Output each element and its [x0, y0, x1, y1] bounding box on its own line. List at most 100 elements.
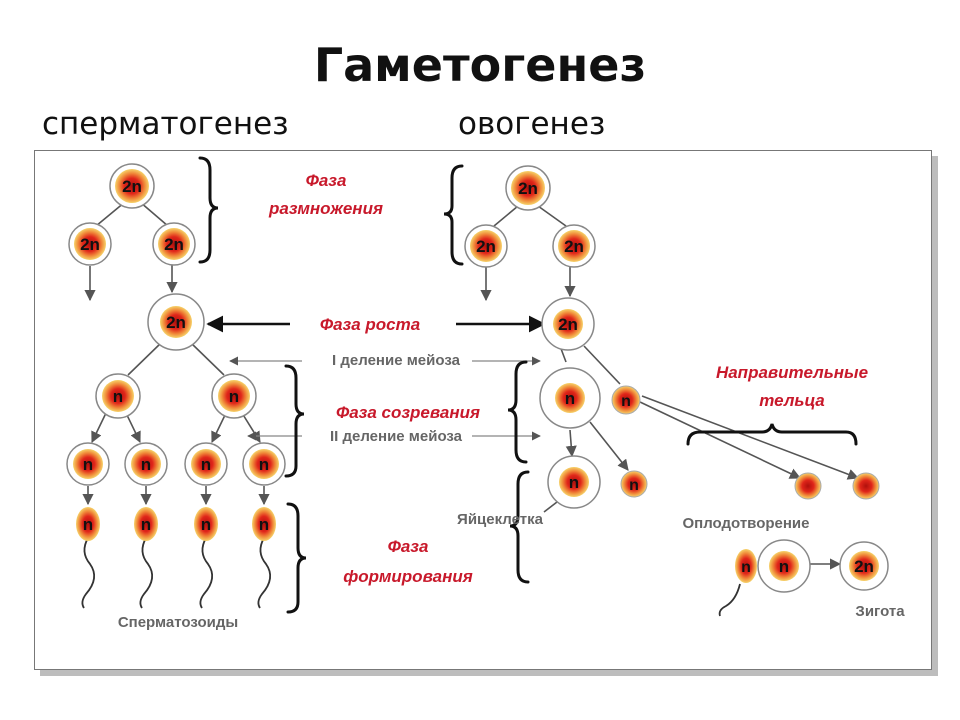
meiosis-arrows [229, 356, 541, 441]
phase-reproduction-label: размножения [268, 199, 383, 218]
sperm-tails [81, 537, 741, 617]
cell-sperm-reproduction-right: 2n [152, 222, 196, 266]
braces [198, 156, 858, 614]
sperm-head: n [134, 507, 158, 541]
ploidy-label: n [83, 455, 93, 474]
ploidy-label: 2n [476, 237, 496, 256]
meiosis-i-label: I деление мейоза [332, 352, 461, 369]
oogenesis-lineage-lines [480, 205, 860, 570]
tail [81, 537, 96, 609]
maturation-brace-oo [507, 360, 528, 464]
line [639, 401, 802, 479]
line [127, 341, 163, 376]
line [95, 201, 126, 227]
ploidy-label: n [741, 559, 751, 576]
ploidy-label: n [141, 455, 151, 474]
line [493, 205, 519, 227]
cell-sperm-reproduction-left: 2n [68, 222, 112, 266]
cell-oo-egg: n [547, 455, 601, 509]
polar-bodies-label: тельца [759, 391, 824, 410]
ploidy-label: 2n [564, 237, 584, 256]
phase-formation-label: формирования [343, 567, 472, 586]
zygote: 2n [839, 541, 889, 591]
line [91, 412, 107, 444]
ploidy-label: 2n [164, 235, 184, 254]
line [583, 345, 621, 385]
ploidy-label: n [569, 473, 579, 492]
phase-growth-label: Фаза роста [320, 315, 420, 334]
ploidy-label: n [259, 455, 269, 474]
cell-spermatid: n [242, 442, 286, 486]
cell-oo-reproduction-right: 2n [552, 224, 596, 268]
line [125, 412, 141, 444]
meiosis-ii-label: II деление мейоза [330, 428, 463, 445]
line [589, 421, 629, 471]
ploidy-label: n [201, 515, 211, 534]
formation-brace-sperm [286, 502, 307, 614]
tail [257, 537, 272, 609]
phase-formation-label: Фаза [388, 537, 429, 556]
sperm-head: n [194, 507, 218, 541]
oogenesis-heading: овогенез [458, 106, 606, 142]
ploidy-label: 2n [518, 179, 538, 198]
ploidy-label: 2n [80, 235, 100, 254]
phase-reproduction-label: Фаза [306, 171, 347, 190]
line [565, 429, 577, 458]
oogenesis-cells: 2n 2n 2n 2n n n n n n n 2n [464, 165, 889, 593]
cell-oo-growth: 2n [541, 297, 595, 351]
spermatogenesis-heading: сперматогенез [42, 106, 289, 142]
line [641, 395, 860, 480]
cell-sperm-meiosis-left: n [95, 373, 141, 419]
cell-oo-reproduction-top: 2n [505, 165, 551, 211]
polar-body: n [611, 385, 641, 415]
ploidy-label: n [83, 515, 93, 534]
sperm-lineage-lines [82, 201, 270, 506]
cell-oo-secondary-oocyte: n [539, 367, 601, 429]
cell-sperm-growth: 2n [147, 293, 205, 351]
cell-spermatid: n [124, 442, 168, 486]
fertilization-egg: n [757, 539, 811, 593]
tail [139, 537, 154, 609]
sperm-head: n [76, 507, 100, 541]
line [211, 412, 227, 444]
polar-body: n [620, 470, 648, 498]
tail [199, 537, 214, 609]
cell-oo-reproduction-left: 2n [464, 224, 508, 268]
polar-body [852, 472, 880, 500]
reproduction-brace-sperm [198, 156, 219, 264]
fertilization-sperm: n [735, 549, 757, 583]
cell-sperm-reproduction-top: 2n [109, 163, 155, 209]
phase-maturation-label: Фаза созревания [336, 403, 480, 422]
caption-egg: Яйцеклетка [457, 511, 544, 528]
caption-sperm: Сперматозоиды [118, 614, 238, 631]
tail [718, 583, 741, 617]
sperm-cells: 2n 2n 2n 2n n n n n n n n n n n [66, 163, 286, 541]
ploidy-label: n [565, 389, 575, 408]
ploidy-label: n [259, 515, 269, 534]
ploidy-label: n [629, 477, 639, 494]
ploidy-label: 2n [854, 557, 874, 576]
polar-body [794, 472, 822, 500]
cell-spermatid: n [184, 442, 228, 486]
line [537, 205, 567, 227]
caption-fertilization: Оплодотворение [683, 515, 810, 532]
maturation-brace-sperm [284, 364, 305, 478]
ploidy-label: n [113, 387, 123, 406]
ploidy-label: n [229, 387, 239, 406]
ploidy-label: 2n [122, 177, 142, 196]
ploidy-label: 2n [166, 313, 186, 332]
page-title: Гаметогенез [313, 38, 647, 92]
ploidy-label: n [141, 515, 151, 534]
line [189, 341, 225, 376]
ploidy-label: n [779, 557, 789, 576]
cell-spermatid: n [66, 442, 110, 486]
line [241, 412, 261, 443]
ploidy-label: n [201, 455, 211, 474]
ploidy-label: n [621, 393, 631, 410]
caption-zygote: Зигота [855, 603, 905, 620]
ploidy-label: 2n [558, 315, 578, 334]
formation-brace-oo [509, 470, 530, 584]
line [543, 501, 558, 513]
line [139, 201, 169, 227]
